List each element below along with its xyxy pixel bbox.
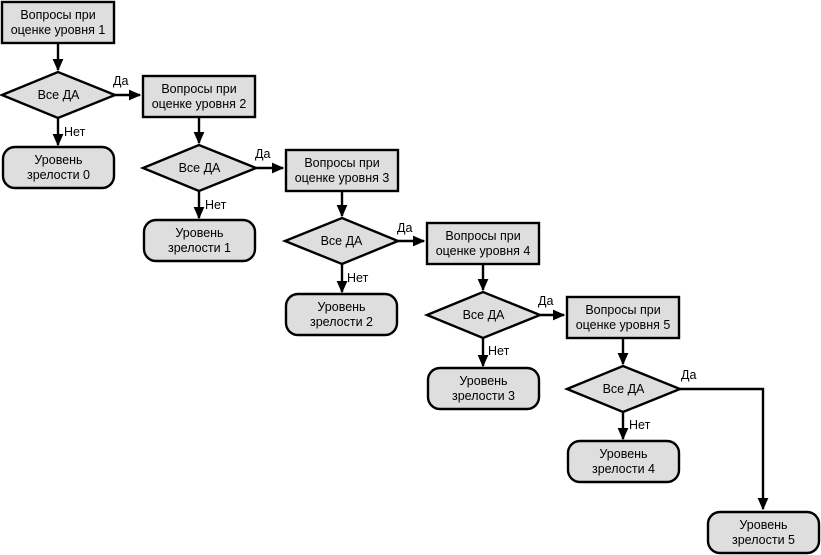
edge-label-yes-5: Да [681,368,697,382]
terminal-nodes-group [1,145,821,555]
edge-label-yes-3: Да [397,221,413,235]
decision-node-d2[interactable] [139,143,260,193]
edge-label-no-1: Нет [64,125,86,139]
terminal-node-m0[interactable] [1,145,116,190]
terminal-node-m3[interactable] [426,366,541,411]
edge-label-no-2: Нет [205,198,227,212]
process-node-q1[interactable] [0,0,116,45]
terminal-node-m1[interactable] [142,218,257,263]
decision-node-d3[interactable] [281,216,402,266]
terminal-node-m4[interactable] [566,439,681,484]
edge-label-yes-4: Да [538,294,554,308]
process-node-q3[interactable] [284,148,400,193]
process-node-q4[interactable] [425,221,541,266]
process-node-q5[interactable] [565,295,681,340]
process-nodes-group [0,0,681,340]
edge-label-no-4: Нет [488,344,510,358]
edge-label-no-3: Нет [347,271,369,285]
terminal-node-m2[interactable] [284,292,399,337]
decision-node-d4[interactable] [423,290,544,340]
edge-label-yes-1: Да [113,74,129,88]
edge-label-yes-2: Да [255,147,271,161]
edges-group [52,43,769,511]
terminal-node-m5[interactable] [706,510,821,555]
decision-nodes-group [0,70,684,414]
edge-label-no-5: Нет [629,418,651,432]
decision-node-d5[interactable] [563,364,684,414]
decision-node-d1[interactable] [0,70,119,120]
process-node-q2[interactable] [141,74,257,119]
edge-d5-yes-to-m5 [680,387,769,511]
